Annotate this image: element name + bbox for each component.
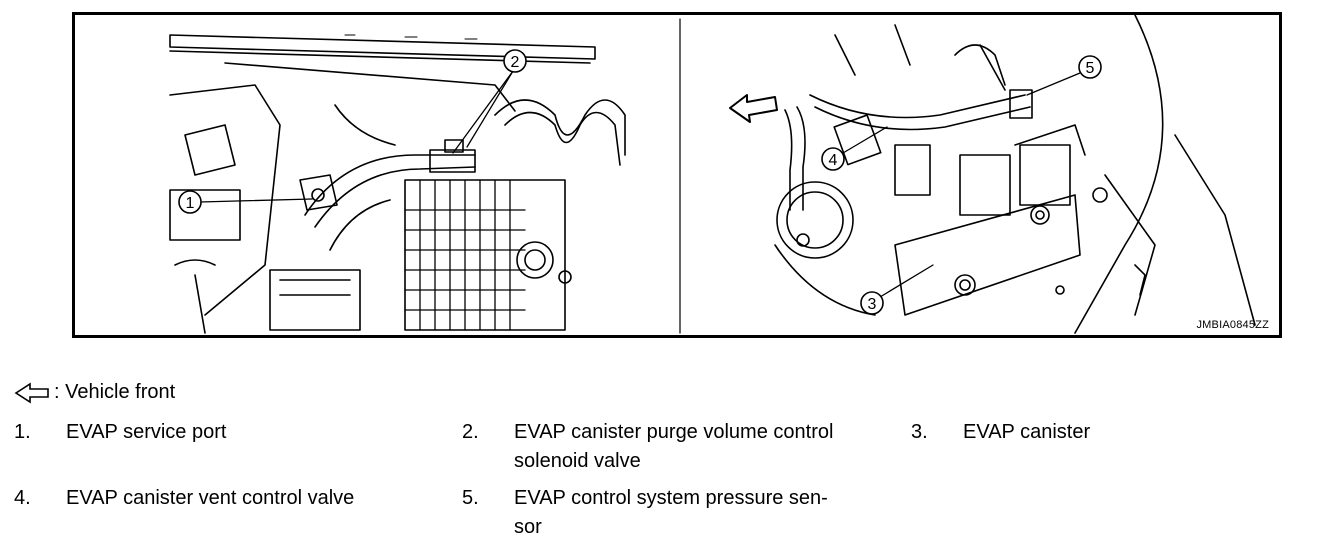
- legend-item-5: EVAP control system pressure sen- sor: [514, 484, 828, 542]
- legend-item-4: EVAP canister vent control valve: [66, 487, 355, 509]
- callout-3-label: 3: [868, 296, 877, 313]
- legend-item-2-line-1: EVAP canister purge volume control: [514, 421, 834, 443]
- callout-5: [1026, 55, 1102, 96]
- callout-5-label: 5: [1086, 60, 1095, 77]
- right-view: [729, 15, 1256, 334]
- legend-num-2: 2.: [462, 421, 479, 443]
- legend-item-3: EVAP canister: [963, 421, 1091, 443]
- legend-num-1: 1.: [14, 421, 31, 443]
- legend-item-5-line-1: EVAP control system pressure sen-: [514, 487, 828, 509]
- hollow-left-arrow-icon: [14, 382, 49, 403]
- callout-1-label: 1: [186, 195, 195, 212]
- legend-item-1: EVAP service port: [66, 421, 227, 443]
- legend-num-5: 5.: [462, 487, 479, 509]
- legend-item-2: EVAP canister purge volume control solen…: [514, 418, 833, 476]
- callout-2-label: 2: [511, 54, 520, 71]
- legend-item-2-line-2: solenoid valve: [514, 450, 641, 472]
- callout-3: [860, 264, 934, 315]
- vehicle-front-legend: : Vehicle front: [14, 378, 175, 407]
- callout-2: [452, 49, 527, 154]
- callout-1: [178, 190, 313, 214]
- callout-4-label: 4: [829, 152, 838, 169]
- legend-num-3: 3.: [911, 421, 928, 443]
- legend-num-4: 4.: [14, 487, 31, 509]
- callout-4: [821, 126, 888, 171]
- left-view: [169, 34, 626, 334]
- legend-item-5-line-2: sor: [514, 516, 542, 538]
- vehicle-front-text: : Vehicle front: [54, 381, 176, 403]
- engine-bay-illustration: 1 2 3 4 5: [169, 15, 1256, 334]
- figure-code: JMBIA0845ZZ: [1196, 319, 1269, 331]
- figure-frame: 1 2 3 4 5 JMBIA0845ZZ: [72, 12, 1282, 338]
